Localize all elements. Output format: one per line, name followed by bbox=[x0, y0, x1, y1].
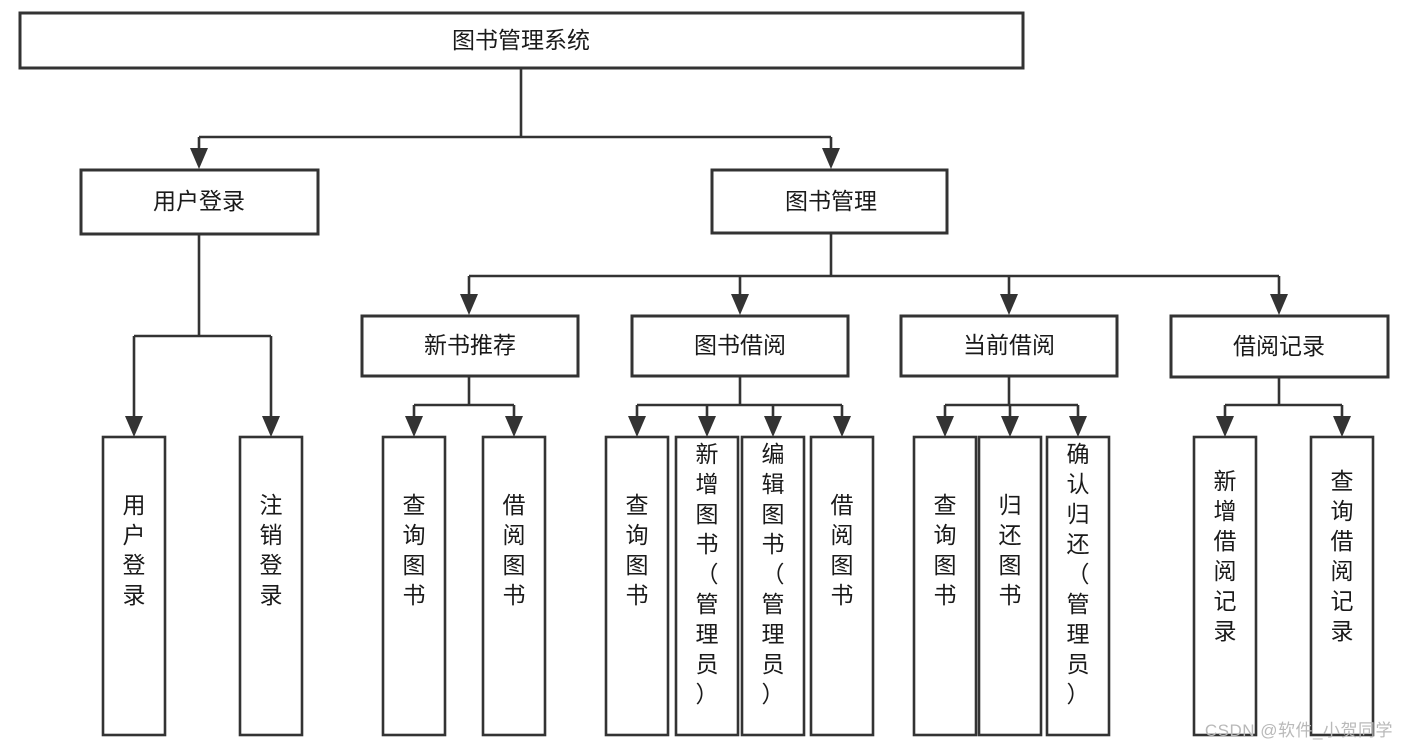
connector-currentborrow-to-leaves bbox=[936, 376, 1087, 437]
leaf-node-user-logout[interactable]: 注销登录 bbox=[238, 435, 304, 737]
leaf-node-confirm-return[interactable]: 确认归还（管理员） bbox=[1045, 435, 1111, 737]
node-user-login[interactable]: 用户登录 bbox=[79, 168, 320, 236]
node-borrow-record[interactable]: 借阅记录 bbox=[1169, 314, 1390, 379]
node-root-label: 图书管理系统 bbox=[452, 27, 590, 53]
leaf-node-confirm-return-label: 确认归还（管理员） bbox=[1067, 441, 1090, 707]
node-book-manage-label: 图书管理 bbox=[785, 188, 877, 214]
node-book-manage[interactable]: 图书管理 bbox=[710, 168, 949, 235]
connector-bookborrow-to-leaves bbox=[628, 376, 851, 437]
csdn-watermark: CSDN @软件_小贺同学 bbox=[1204, 721, 1393, 740]
leaf-node-query-book-2-label: 查询图书 bbox=[626, 492, 649, 608]
leaf-node-query-book-3-label: 查询图书 bbox=[934, 492, 957, 608]
connector-bookmanage-to-level2 bbox=[460, 233, 1288, 315]
leaf-node-borrow-book-2-label: 借阅图书 bbox=[831, 492, 854, 608]
leaf-node-query-record[interactable]: 查询借阅记录 bbox=[1309, 435, 1375, 737]
connector-newbook-to-leaves bbox=[405, 376, 523, 437]
leaf-node-add-book-label: 新增图书（管理员） bbox=[696, 441, 719, 707]
node-new-book-rec-label: 新书推荐 bbox=[424, 332, 516, 358]
node-user-login-label: 用户登录 bbox=[153, 188, 245, 214]
connector-root-to-level1 bbox=[190, 68, 840, 169]
leaf-node-add-record-label: 新增借阅记录 bbox=[1214, 468, 1237, 644]
node-book-borrow-label: 图书借阅 bbox=[694, 332, 786, 358]
leaf-node-return-book[interactable]: 归还图书 bbox=[977, 435, 1043, 737]
node-new-book-rec[interactable]: 新书推荐 bbox=[360, 314, 580, 378]
leaf-node-edit-book[interactable]: 编辑图书（管理员） bbox=[740, 435, 806, 737]
leaf-node-user-logout-label: 注销登录 bbox=[260, 492, 283, 608]
leaf-node-borrow-book-2[interactable]: 借阅图书 bbox=[809, 435, 875, 737]
node-book-borrow[interactable]: 图书借阅 bbox=[630, 314, 850, 378]
leaf-node-query-book-3[interactable]: 查询图书 bbox=[912, 435, 978, 737]
connector-borrowrecord-to-leaves bbox=[1216, 377, 1351, 437]
leaf-node-return-book-label: 归还图书 bbox=[999, 492, 1022, 608]
node-borrow-record-label: 借阅记录 bbox=[1233, 333, 1325, 359]
leaf-node-query-record-label: 查询借阅记录 bbox=[1331, 468, 1354, 644]
leaf-node-edit-book-label: 编辑图书（管理员） bbox=[762, 441, 785, 707]
leaf-node-borrow-book-1-label: 借阅图书 bbox=[503, 492, 526, 608]
connector-userlogin-to-leaves bbox=[125, 234, 280, 437]
leaf-node-query-book-1[interactable]: 查询图书 bbox=[381, 435, 447, 737]
node-root[interactable]: 图书管理系统 bbox=[18, 11, 1025, 70]
leaf-node-add-book[interactable]: 新增图书（管理员） bbox=[674, 435, 740, 737]
leaf-node-user-login[interactable]: 用户登录 bbox=[101, 435, 167, 737]
leaf-node-borrow-book-1[interactable]: 借阅图书 bbox=[481, 435, 547, 737]
node-current-borrow-label: 当前借阅 bbox=[963, 332, 1055, 358]
leaf-node-query-book-1-label: 查询图书 bbox=[403, 492, 426, 608]
node-current-borrow[interactable]: 当前借阅 bbox=[899, 314, 1119, 378]
leaf-node-query-book-2[interactable]: 查询图书 bbox=[604, 435, 670, 737]
leaf-node-add-record[interactable]: 新增借阅记录 bbox=[1192, 435, 1258, 737]
leaf-node-user-login-label: 用户登录 bbox=[123, 492, 146, 608]
